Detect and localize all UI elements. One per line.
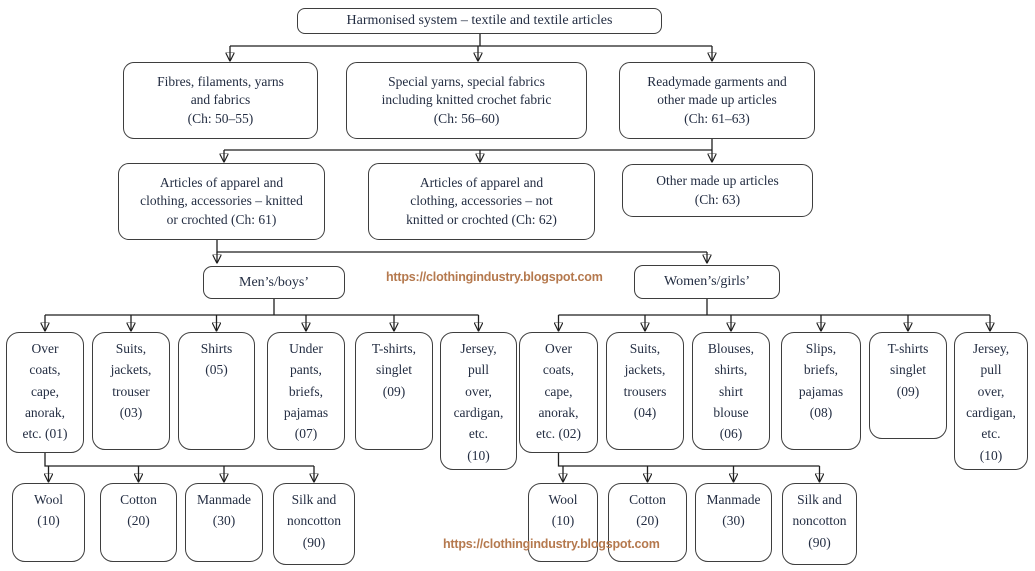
node-apparel-knitted-ch61: Articles of apparel and clothing, access… [118, 163, 325, 240]
node-mens-wool-10: Wool (10) [12, 483, 85, 562]
node-mens-silk-noncotton-90: Silk and noncotton (90) [273, 483, 355, 565]
node-mens-tshirts-09: T-shirts, singlet (09) [355, 332, 433, 450]
node-womens-silk-noncotton-90: Silk and noncotton (90) [782, 483, 857, 565]
node-womens-suits-04: Suits, jackets, trousers (04) [606, 332, 684, 450]
node-womens-overcoats-02: Over coats, cape, anorak, etc. (02) [519, 332, 598, 453]
node-womens-tshirts-09: T-shirts singlet (09) [869, 332, 947, 439]
watermark-top: https://clothingindustry.blogspot.com [386, 270, 603, 284]
node-mens-suits-03: Suits, jackets, trouser (03) [92, 332, 170, 450]
node-mens-boys: Men’s/boys’ [203, 266, 345, 299]
node-mens-underpants-07: Under pants, briefs, pajamas (07) [267, 332, 345, 450]
node-readymade-garments: Readymade garments and other made up art… [619, 62, 815, 139]
node-mens-shirts-05: Shirts (05) [178, 332, 255, 450]
arrow-stems [45, 46, 990, 481]
node-root-harmonised-system: Harmonised system – textile and textile … [297, 8, 662, 34]
node-womens-cotton-20: Cotton (20) [608, 483, 687, 562]
watermark-bottom: https://clothingindustry.blogspot.com [443, 537, 660, 551]
node-other-made-up-ch63: Other made up articles (Ch: 63) [622, 164, 813, 217]
node-womens-manmade-30: Manmade (30) [695, 483, 772, 562]
node-womens-jersey-10: Jersey, pull over, cardigan, etc. (10) [954, 332, 1028, 470]
node-fibres-filaments-yarns: Fibres, filaments, yarns and fabrics (Ch… [123, 62, 318, 139]
node-mens-manmade-30: Manmade (30) [185, 483, 263, 562]
node-mens-overcoats-01: Over coats, cape, anorak, etc. (01) [6, 332, 84, 453]
node-womens-girls: Women’s/girls’ [634, 265, 780, 299]
node-apparel-not-knitted-ch62: Articles of apparel and clothing, access… [368, 163, 595, 240]
node-womens-blouses-06: Blouses, shirts, shirt blouse (06) [692, 332, 770, 450]
node-mens-jersey-10: Jersey, pull over, cardigan, etc. (10) [440, 332, 517, 470]
node-womens-wool-10: Wool (10) [528, 483, 598, 562]
node-mens-cotton-20: Cotton (20) [100, 483, 177, 562]
node-womens-slips-08: Slips, briefs, pajamas (08) [781, 332, 861, 450]
node-special-yarns-fabrics: Special yarns, special fabrics including… [346, 62, 587, 139]
